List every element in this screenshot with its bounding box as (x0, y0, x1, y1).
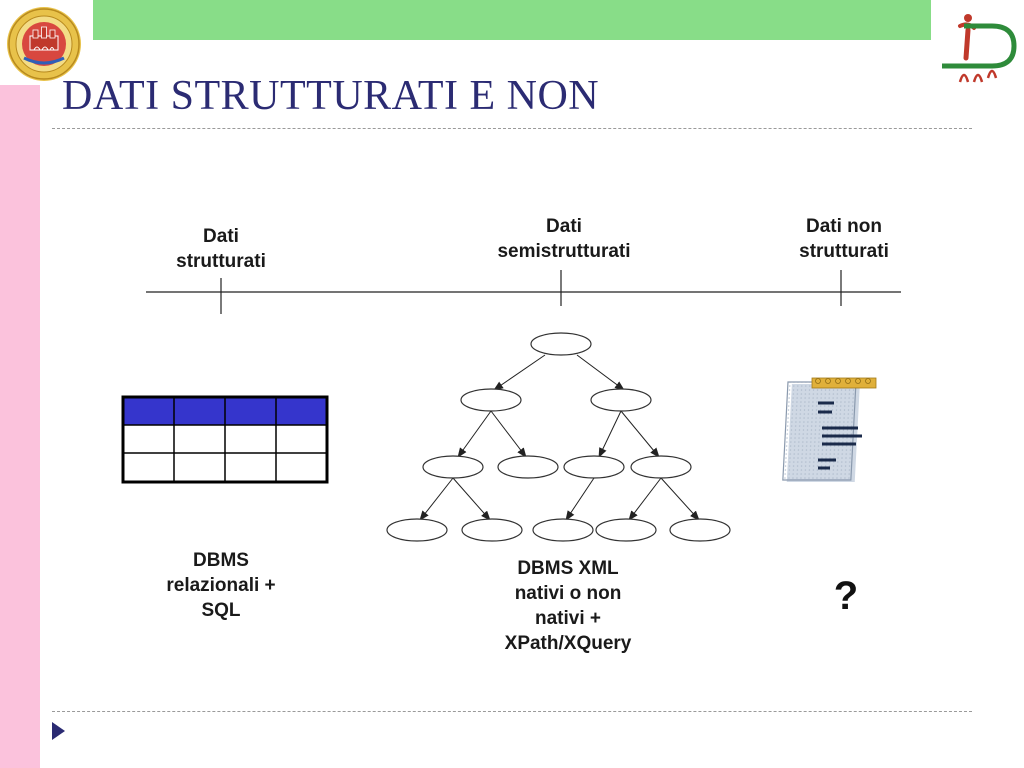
axis-label-line: Dati (546, 216, 582, 237)
tool-label-line: nativi o non (514, 583, 622, 604)
tool-label-line: SQL (201, 600, 241, 621)
lab-logo-icon (942, 14, 1017, 83)
tool-label-line: DBMS XML (517, 558, 619, 579)
slide-title: DATI STRUTTURATI E NON (62, 73, 600, 119)
tool-label-line: XPath/XQuery (504, 633, 632, 654)
tool-label-line: relazionali + (166, 575, 276, 596)
tool-label-line: nativi + (535, 608, 601, 629)
university-seal-icon (7, 7, 81, 81)
unknown-tool-question-mark: ? (833, 574, 859, 618)
tree-node (530, 332, 592, 356)
tool-label-semistructured: DBMS XML nativi o non nativi + XPath/XQu… (505, 556, 632, 656)
relational-table-icon (121, 395, 329, 484)
axis-label-line: Dati non (805, 216, 882, 237)
side-accent-bar (0, 85, 40, 768)
tree-node (669, 518, 731, 542)
title-divider (52, 128, 972, 129)
tree-node (595, 518, 657, 542)
notepad-icon (782, 377, 877, 482)
axis-label-structured: Dati strutturati (176, 224, 266, 274)
tree-node (386, 518, 448, 542)
axis-label-unstructured: Dati non strutturati (799, 214, 889, 264)
tool-label-line: DBMS (193, 550, 249, 571)
top-accent-bar (93, 0, 931, 40)
tool-label-structured: DBMS relazionali + SQL (166, 548, 275, 623)
footer-divider (52, 711, 972, 712)
spectrum-axis (146, 270, 901, 314)
axis-label-line: Dati (203, 226, 239, 247)
xml-tree-icon (386, 332, 731, 542)
axis-label-semistructured: Dati semistrutturati (497, 214, 630, 264)
axis-label-line: strutturati (799, 241, 889, 262)
tree-node (532, 518, 594, 542)
tree-node (497, 455, 559, 479)
tree-node (422, 455, 484, 479)
tree-node (461, 518, 523, 542)
tree-node (590, 388, 652, 412)
tree-node (563, 455, 625, 479)
axis-label-line: strutturati (176, 251, 266, 272)
tree-node (630, 455, 692, 479)
axis-label-line: semistrutturati (497, 241, 631, 262)
tree-node (460, 388, 522, 412)
nav-arrow-icon[interactable] (52, 722, 65, 740)
